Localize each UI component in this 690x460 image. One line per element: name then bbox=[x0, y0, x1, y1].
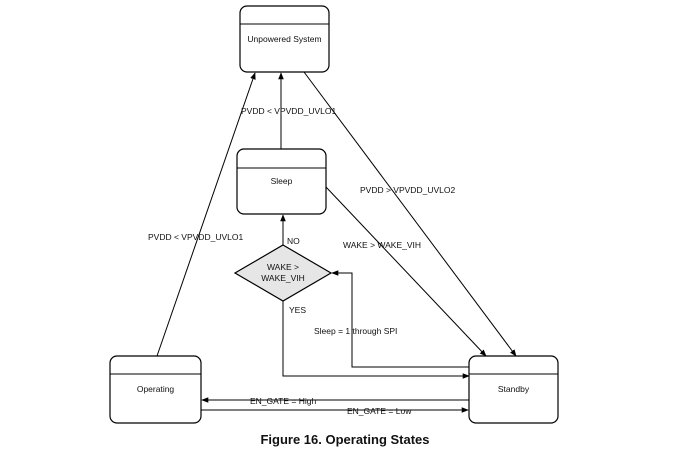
arrow-operating-to-unpowered bbox=[156, 72, 256, 357]
state-standby: Standby bbox=[468, 355, 559, 424]
arrow-unpowered-to-standby bbox=[303, 71, 517, 357]
label-unpowered-to-standby: PVDD > VPVDD_UVLO2 bbox=[360, 185, 455, 195]
decision-wake-diamond: WAKE > WAKE_VIH bbox=[233, 244, 333, 302]
label-operating-to-unpowered: PVDD < VPVDD_UVLO1 bbox=[148, 232, 243, 242]
label-no: NO bbox=[287, 236, 300, 246]
state-unpowered-system: Unpowered System bbox=[239, 5, 330, 73]
arrow-sleep-to-standby bbox=[325, 186, 487, 357]
label-sleep-to-standby: WAKE > WAKE_VIH bbox=[343, 240, 421, 250]
state-operating: Operating bbox=[109, 355, 202, 424]
figure-caption: Figure 16. Operating States bbox=[260, 432, 430, 447]
state-operating-label: Operating bbox=[137, 384, 175, 394]
state-unpowered-label: Unpowered System bbox=[247, 34, 321, 44]
label-sleep-to-unpowered: PVDD < VPVDD_UVLO1 bbox=[241, 106, 336, 116]
state-sleep: Sleep bbox=[236, 148, 327, 215]
decision-line2: WAKE_VIH bbox=[261, 273, 305, 283]
arrow-standby-to-diamond bbox=[331, 270, 469, 368]
state-sleep-label: Sleep bbox=[271, 176, 293, 186]
label-standby-to-sleep: Sleep = 1 through SPI bbox=[314, 326, 397, 336]
label-operating-to-standby: EN_GATE = Low bbox=[347, 406, 412, 416]
state-standby-label: Standby bbox=[498, 384, 530, 394]
decision-line1: WAKE > bbox=[267, 262, 299, 272]
label-standby-to-operating: EN_GATE = High bbox=[250, 396, 316, 406]
arrow-yes-to-standby bbox=[282, 301, 470, 379]
label-yes: YES bbox=[289, 305, 306, 315]
